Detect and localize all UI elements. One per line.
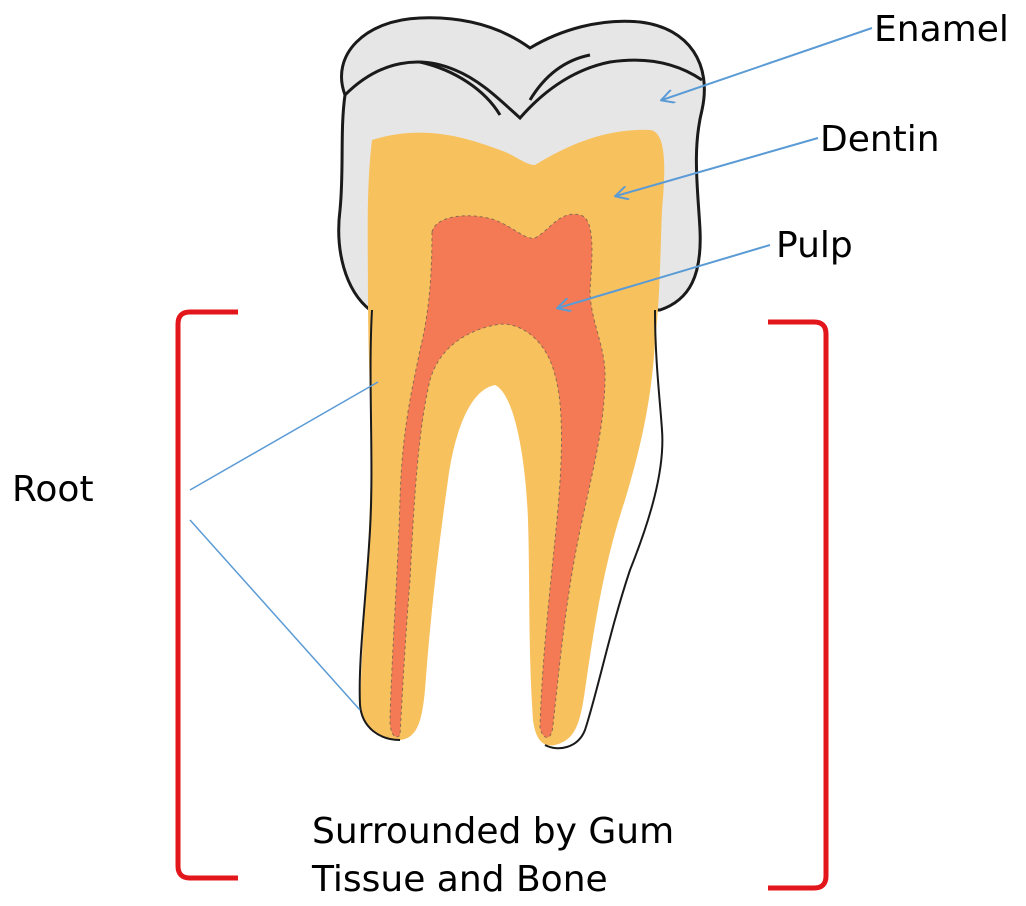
pulp-label: Pulp: [776, 228, 853, 264]
left-bracket: [178, 312, 238, 878]
root-pointer-upper: [190, 382, 378, 490]
right-bracket: [768, 322, 826, 888]
root-label: Root: [12, 472, 94, 508]
dentin-label: Dentin: [820, 122, 940, 158]
root-pointer-lower: [190, 520, 360, 710]
surrounded-label: Surrounded by Gum Tissue and Bone: [312, 808, 674, 904]
enamel-label: Enamel: [874, 12, 1009, 48]
